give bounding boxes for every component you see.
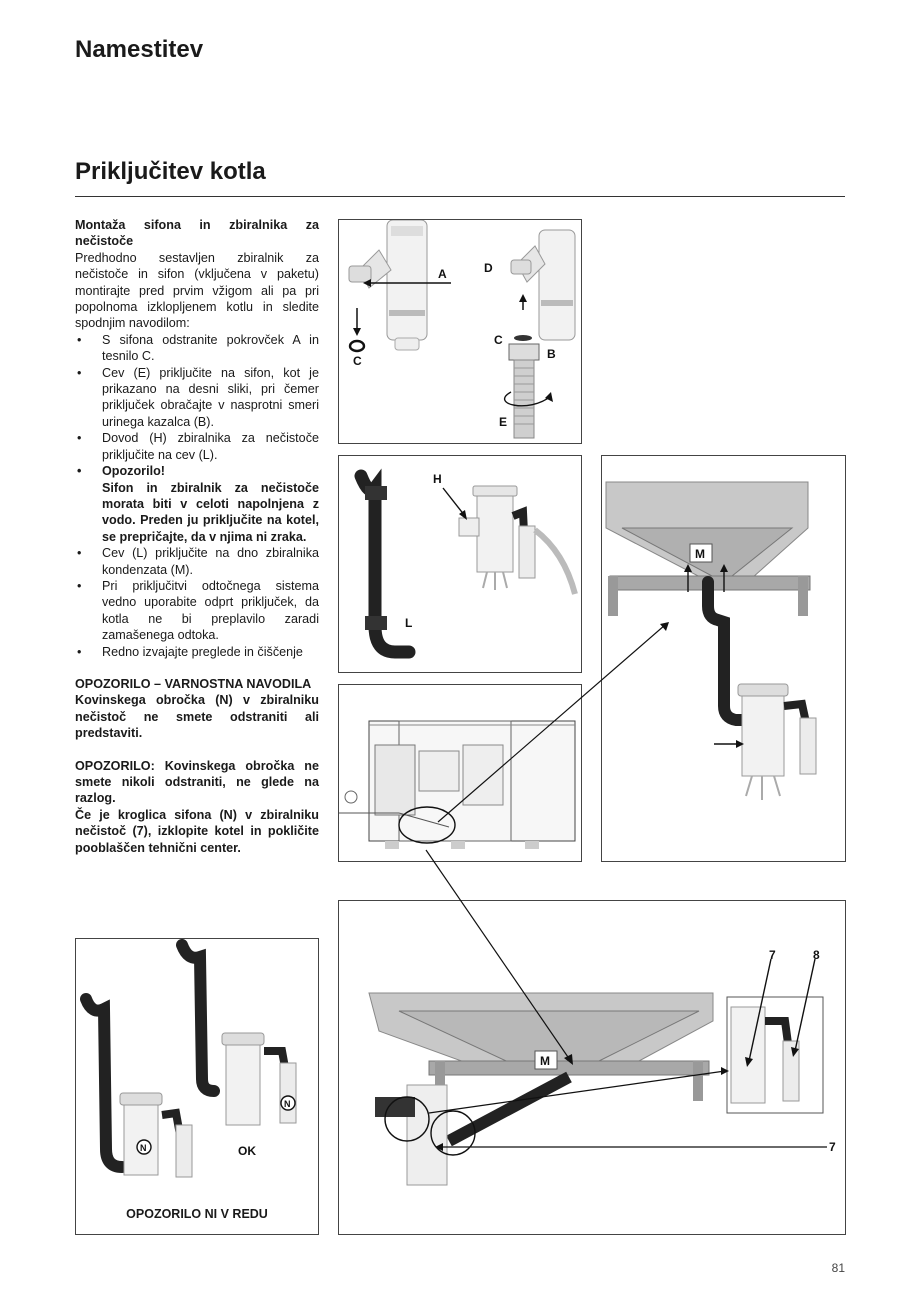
instructions-list: S sifona odstranite pokrovček A in tesni… (75, 332, 319, 661)
warning-item: Opozorilo! Sifon in zbiralnik za nečisto… (75, 463, 319, 545)
collector-detail-illustration: M (602, 456, 845, 861)
figure-pipe-collector: H L (338, 455, 582, 673)
label-l: L (405, 616, 412, 630)
figure-boiler-side (338, 684, 582, 862)
pipe-collector-illustration: H L (354, 468, 578, 659)
figure-caption: OPOZORILO NI V REDU (126, 1207, 268, 1221)
page-title: Namestitev (75, 36, 204, 63)
figure-siphon-parts: A D C C B E (338, 219, 582, 444)
figure-collector-detail: M (601, 455, 846, 862)
list-item: Redno izvajajte preglede in čiščenje (75, 644, 319, 661)
instructions-heading: Montaža sifona in zbiralnika za nečistoč… (75, 218, 319, 249)
instructions-intro: Predhodno sestavljen zbiralnik za nečist… (75, 250, 319, 331)
label-n: N (140, 1143, 147, 1153)
list-item: Dovod (H) zbiralnika za nečistoče priklj… (75, 430, 319, 463)
siphon-parts-illustration: A D C C B E (348, 219, 576, 439)
label-m: M (695, 547, 705, 561)
warning-text: Sifon in zbiralnik za nečistoče morata b… (102, 480, 319, 544)
figure-ball-position: N N OK (75, 938, 319, 1235)
safety-note: OPOZORILO: Kovinskega obročka ne smete n… (75, 758, 319, 806)
safety-title: OPOZORILO – VARNOSTNA NAVODILA (75, 676, 312, 691)
label-h: H (433, 472, 442, 486)
section-title: Priključitev kotla (75, 158, 266, 185)
boiler-side-illustration (339, 720, 576, 849)
label-n: N (284, 1099, 291, 1109)
list-item: S sifona odstranite pokrovček A in tesni… (75, 332, 319, 365)
section-divider (75, 196, 845, 197)
safety-text: Kovinskega obročka (N) v zbiralniku neči… (75, 693, 319, 741)
label-7: 7 (769, 948, 776, 962)
warning-title: Opozorilo! (102, 464, 165, 479)
label-e: E (499, 415, 507, 429)
label-8: 8 (813, 948, 820, 962)
label-7: 7 (829, 1140, 836, 1154)
label-c: C (494, 333, 503, 347)
label-c: C (353, 354, 362, 368)
instructions-text: Montaža sifona in zbiralnika za nečistoč… (75, 217, 319, 856)
label-b: B (547, 347, 556, 361)
page-number: 81 (831, 1261, 845, 1275)
list-item: Pri priključitvi odtočnega sistema vedno… (75, 578, 319, 644)
label-d: D (484, 261, 493, 275)
label-ok: OK (238, 1144, 256, 1158)
label-a: A (438, 267, 447, 281)
boiler-underside-illustration: M 7 8 7 (368, 948, 836, 1186)
label-m: M (540, 1054, 550, 1068)
figure-boiler-underside: M 7 8 7 (338, 900, 846, 1235)
list-item: Cev (E) priključite na sifon, kot je pri… (75, 365, 319, 431)
list-item: Cev (L) priključite na dno zbiralnika ko… (75, 545, 319, 578)
safety-note: Če je kroglica sifona (N) v zbiralniku n… (75, 807, 319, 855)
ball-position-illustration: N N OK (80, 939, 297, 1178)
